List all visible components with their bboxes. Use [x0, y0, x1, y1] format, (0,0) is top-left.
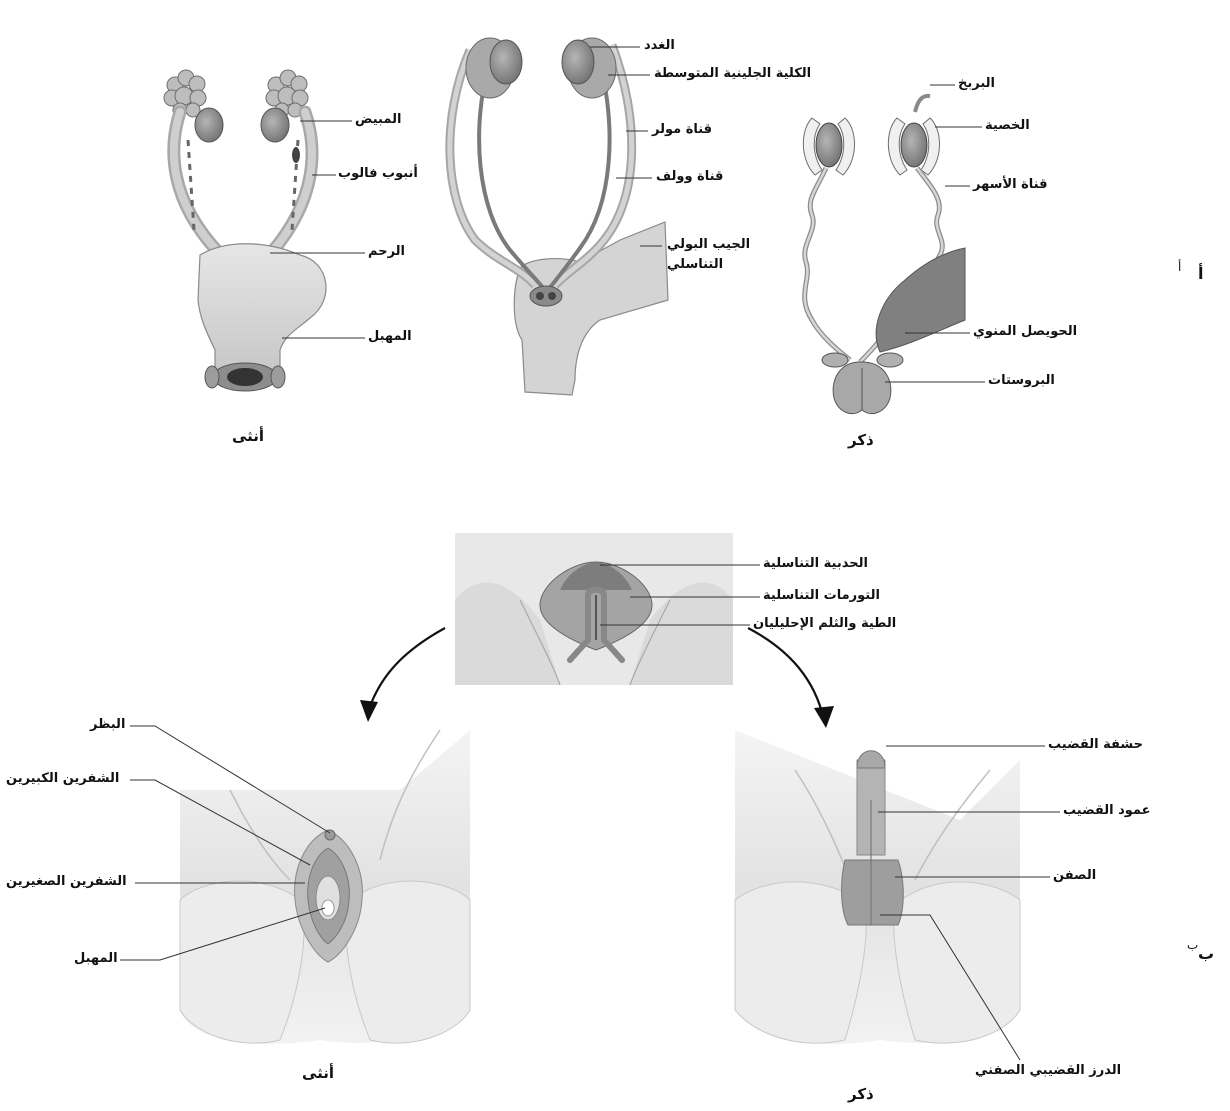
- label-shaft: عمود القضيب: [1063, 803, 1151, 819]
- panel-a-marker: أ: [1198, 264, 1203, 283]
- label-vagina-b: المهبل: [74, 951, 118, 967]
- female-internal-organs: [164, 70, 326, 391]
- testis-shape: [901, 123, 927, 167]
- seminal-vesicle-shape: [822, 353, 848, 367]
- label-testis: الخصية: [985, 118, 1030, 134]
- arrow-to-female: [368, 628, 445, 712]
- label-raphe: الدرز القضيبي الصفني: [975, 1063, 1121, 1079]
- label-fallopian-tube: أنبوب فالوب: [338, 166, 418, 182]
- label-mesonephros: الكلية الجلينية المتوسطة: [654, 66, 811, 82]
- label-labia-majora: الشفرين الكبيرين: [6, 771, 119, 787]
- label-gonad: الغدد: [644, 38, 675, 54]
- label-epididymis: البربخ: [958, 76, 995, 92]
- label-prostate: البروستات: [988, 373, 1055, 389]
- label-seminal-vesicle: الحويصل المنوي: [973, 324, 1077, 340]
- panel-a-marker-small: أ: [1178, 260, 1181, 274]
- label-genital-swellings: التورمات التناسلية: [763, 588, 880, 604]
- label-scrotum: الصفن: [1053, 868, 1096, 884]
- panel-b-marker: ب: [1198, 944, 1214, 963]
- arrow-to-male: [748, 628, 824, 720]
- clitoris-shape: [325, 830, 335, 840]
- label-labia-minora: الشفرين الصغيرين: [6, 874, 127, 890]
- caption-female-a: أنثى: [232, 427, 264, 445]
- indifferent-external-genitalia: [455, 533, 733, 685]
- caption-male-b: ذكر: [848, 1085, 874, 1103]
- caption-female-b: أنثى: [302, 1064, 334, 1082]
- label-vas-deferens: قناة الأسهر: [973, 177, 1048, 193]
- gonad-shape: [562, 40, 594, 84]
- male-external-genitalia: [735, 730, 1020, 1044]
- label-urethral-folds: الطية والثلم الإحليليان: [753, 616, 896, 632]
- label-vagina-a: المهبل: [368, 329, 412, 345]
- label-mullerian-duct: قناة مولر: [652, 122, 712, 138]
- right-ovary: [261, 108, 289, 142]
- label-uterus: الرحم: [368, 244, 405, 260]
- caption-male-a: ذكر: [848, 431, 874, 449]
- label-ovary: المبيض: [355, 112, 401, 128]
- panel-b-marker-small: ب: [1187, 938, 1198, 952]
- glans-shape: [857, 751, 885, 768]
- label-urogenital-sinus-1: الجيب البولي: [667, 237, 750, 253]
- uterus-shape: [198, 244, 326, 370]
- female-external-genitalia: [180, 730, 470, 1044]
- male-internal-organs: [803, 96, 965, 414]
- left-ovary: [195, 108, 223, 142]
- label-genital-tubercle: الحدبية التناسلية: [763, 556, 868, 572]
- label-clitoris: البظر: [90, 717, 125, 733]
- label-glans: حشفة القضيب: [1048, 737, 1143, 753]
- label-wolffian-duct: قناة وولف: [656, 169, 723, 185]
- indifferent-internal-organs: [450, 38, 668, 395]
- label-urogenital-sinus-2: التناسلي: [667, 257, 723, 273]
- epididymis-shape: [915, 96, 930, 112]
